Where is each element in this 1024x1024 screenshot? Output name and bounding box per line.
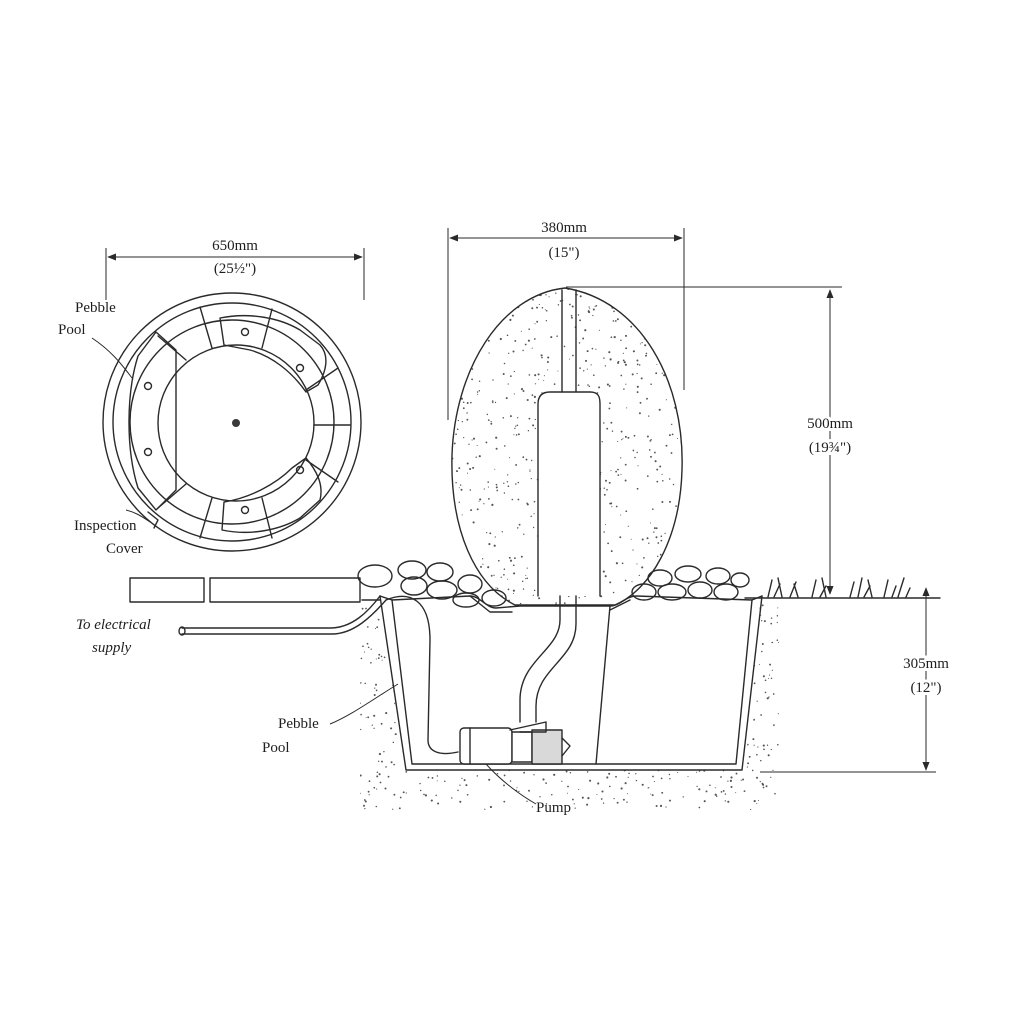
soil — [360, 600, 780, 810]
top-pebble-label-2: Pool — [58, 322, 86, 338]
side-depth-dimension: 305mm (12") — [760, 587, 952, 773]
pebble-pool-basin — [379, 595, 763, 771]
top-width-mm: 650mm — [212, 238, 258, 254]
side-width-in: (15") — [548, 245, 579, 261]
pump-filter — [531, 729, 563, 765]
side-width-mm: 380mm — [541, 220, 587, 236]
pebbles — [357, 560, 750, 608]
side-depth-mm: 305mm — [903, 656, 949, 672]
side-pebble-leader — [329, 683, 399, 725]
top-pebble-label-1: Pebble — [75, 300, 116, 316]
pump-cable — [385, 595, 459, 755]
electrical-label-2: supply — [92, 640, 132, 656]
side-pebble-label-1: Pebble — [278, 716, 319, 732]
top-width-dimension: 650mm (25½") — [105, 238, 365, 300]
fountain-base-circle — [157, 344, 315, 502]
pool-ledge-ring — [129, 319, 335, 525]
pump-label: Pump — [536, 800, 571, 816]
grass — [767, 577, 911, 598]
pump — [459, 721, 571, 765]
side-height-mm: 500mm — [807, 416, 853, 432]
ground-line — [361, 597, 941, 601]
inspection-leader — [125, 509, 151, 523]
inspection-label-1: Inspection — [74, 518, 137, 534]
paving-slabs — [129, 577, 361, 603]
side-height-dimension: 500mm (19¾") — [566, 286, 856, 595]
top-pebble-leader — [91, 337, 133, 379]
pool-inner-rim — [112, 302, 352, 542]
top-view: 650mm (25½") — [58, 238, 365, 557]
pool-outer-rim — [102, 292, 362, 552]
delivery-pipe — [519, 595, 577, 723]
side-pebble-label-2: Pool — [262, 740, 290, 756]
inspection-cover — [147, 511, 159, 529]
pump-leader — [485, 763, 537, 805]
side-depth-in: (12") — [910, 680, 941, 696]
side-view: 380mm (15") 500mm (19¾") 305mm (12") — [76, 220, 952, 816]
side-height-in: (19¾") — [809, 440, 851, 456]
electrical-label-1: To electrical — [76, 617, 151, 633]
inspection-label-2: Cover — [106, 541, 143, 557]
pool-drain-holes — [143, 327, 305, 515]
pool-segments — [128, 306, 351, 539]
center-jet — [232, 419, 240, 427]
stone-egg-feature — [451, 287, 683, 606]
top-width-in: (25½") — [214, 261, 256, 277]
side-width-dimension: 380mm (15") — [447, 220, 685, 420]
